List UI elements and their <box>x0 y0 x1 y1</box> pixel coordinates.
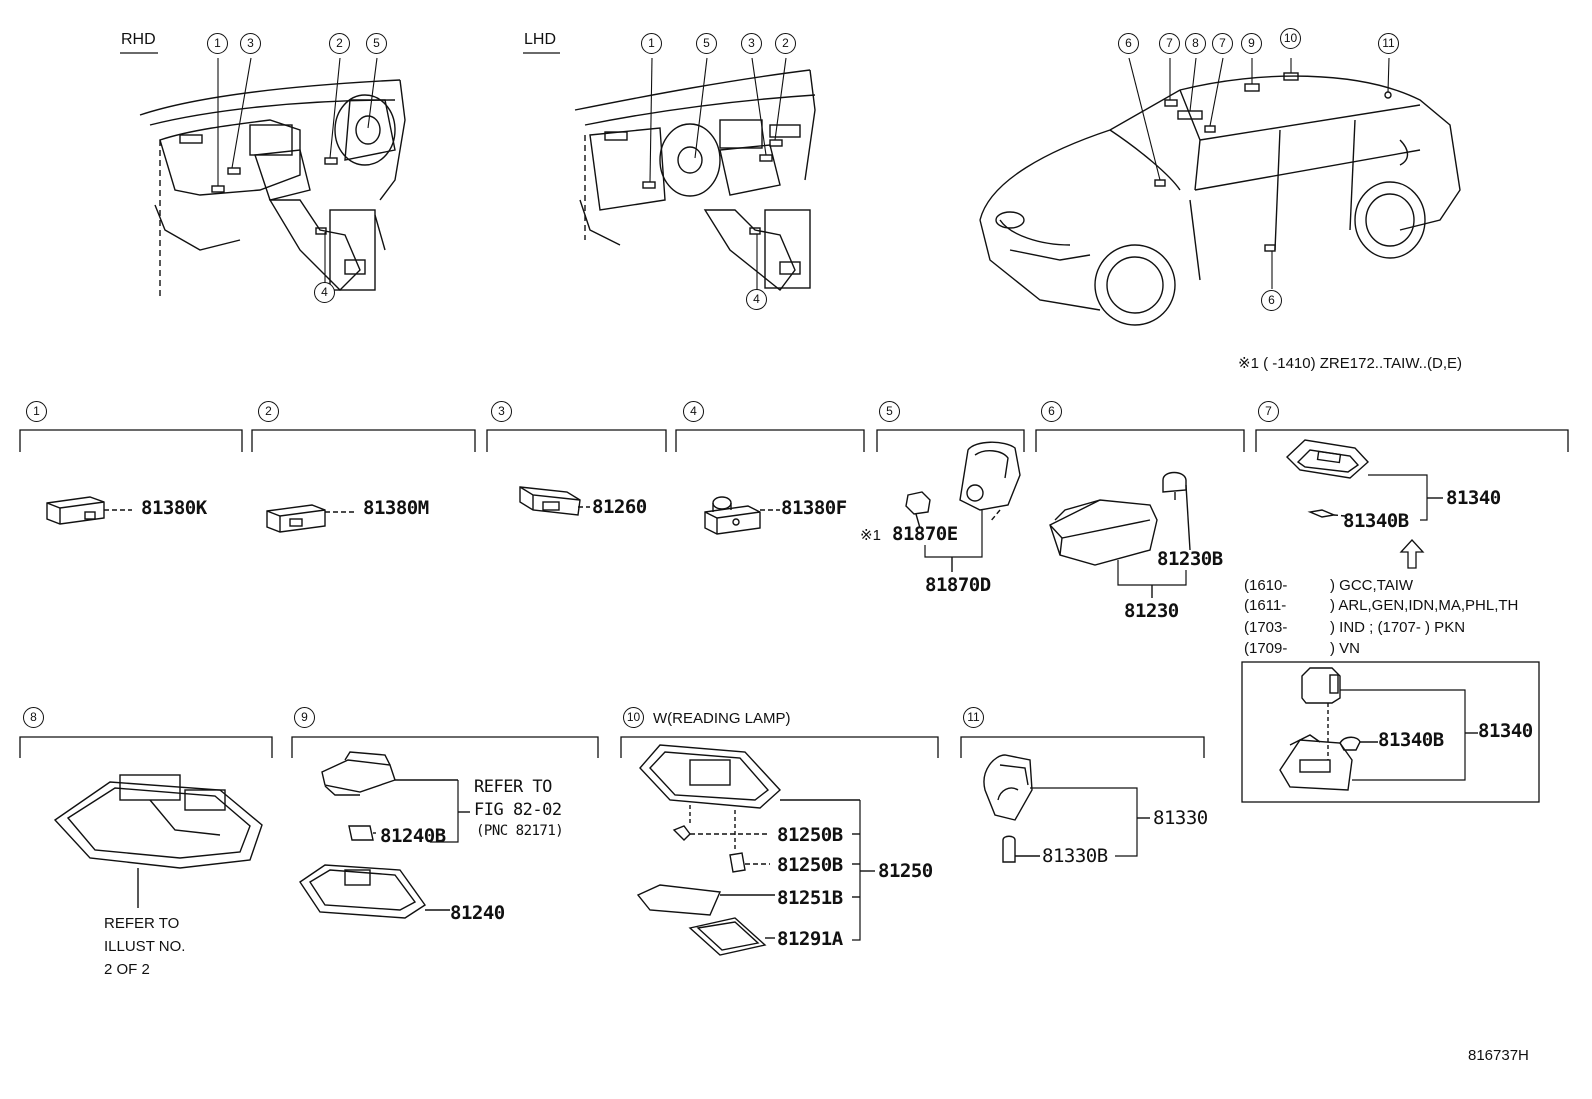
footnote: ※1 ( -1410) ZRE172..TAIW..(D,E) <box>1238 355 1463 372</box>
callout-3: 3 <box>240 33 261 54</box>
part-number-81240: 81240 <box>450 902 505 924</box>
refer-line: FIG 82-02 <box>474 800 562 820</box>
part-number-81230b: 81230B <box>1157 548 1223 570</box>
callout-7: 7 <box>1159 33 1180 54</box>
part-number-81250b: 81250B <box>777 824 843 846</box>
part-number-81260: 81260 <box>592 496 647 518</box>
applicability-code: (1610- <box>1244 577 1288 594</box>
applicability-region: ) VN <box>1330 640 1360 657</box>
applicability-code: (1611- <box>1244 597 1287 614</box>
part-number-81250b: 81250B <box>777 854 843 876</box>
car-leaders <box>1128 57 1390 289</box>
callout-4: 4 <box>746 289 767 310</box>
drawing-number: 816737H <box>1468 1047 1529 1064</box>
part-number-81330b: 81330B <box>1042 845 1108 867</box>
part-number-81291a: 81291A <box>777 928 843 950</box>
lhd-label: LHD <box>524 31 557 48</box>
part-number-81380k: 81380K <box>141 497 207 519</box>
section-1-number: 1 <box>26 401 47 422</box>
section-6-number: 6 <box>1041 401 1062 422</box>
callout-8: 8 <box>1185 33 1206 54</box>
section-7-number: 7 <box>1258 401 1279 422</box>
section-brackets-row2 <box>19 736 1205 758</box>
part-81380f-illustration <box>704 496 780 535</box>
callout-10: 10 <box>1280 28 1301 49</box>
part-81230-illustration <box>1049 471 1191 598</box>
part-number-81251b: 81251B <box>777 887 843 909</box>
part-number-81340: 81340 <box>1446 487 1501 509</box>
callout-9: 9 <box>1241 33 1262 54</box>
callout-7: 7 <box>1212 33 1233 54</box>
callout-3: 3 <box>741 33 762 54</box>
part-number-81340: 81340 <box>1478 720 1533 742</box>
lhd-leaders <box>649 57 787 290</box>
part-81340-illustration <box>1241 439 1540 803</box>
part-81380k-illustration <box>46 496 132 525</box>
part-81250-illustration <box>636 744 875 956</box>
section-5-number: 5 <box>879 401 900 422</box>
section-2-number: 2 <box>258 401 279 422</box>
callout-5: 5 <box>366 33 387 54</box>
part-81260-illustration <box>519 486 590 516</box>
applicability-mark: ※1 <box>860 527 881 544</box>
section-10-title: W(READING LAMP) <box>653 710 791 727</box>
lhd-dashboard-illustration <box>574 69 816 291</box>
section-9-number: 9 <box>294 707 315 728</box>
callout-6: 6 <box>1261 290 1282 311</box>
applicability-region: ) GCC,TAIW <box>1330 577 1414 594</box>
rhd-leaders <box>217 57 378 283</box>
callout-4: 4 <box>314 282 335 303</box>
rhd-dashboard-illustration <box>139 79 406 300</box>
section-11-number: 11 <box>963 707 984 728</box>
refer-line: (PNC 82171) <box>476 823 564 839</box>
applicability-region: ) IND ; (1707- ) PKN <box>1330 619 1466 636</box>
refer-line: ILLUST NO. <box>104 938 186 955</box>
callout-5: 5 <box>696 33 717 54</box>
part-81380m-illustration <box>266 504 355 533</box>
callout-1: 1 <box>207 33 228 54</box>
section-8-number: 8 <box>23 707 44 728</box>
part-number-81340b: 81340B <box>1378 729 1444 751</box>
part-number-81870d: 81870D <box>925 574 991 596</box>
part-number-81250: 81250 <box>878 860 933 882</box>
applicability-code: (1703- <box>1244 619 1288 636</box>
rhd-label: RHD <box>121 31 156 48</box>
applicability-code: (1709- <box>1244 640 1288 657</box>
part-number-81380m: 81380M <box>363 497 429 519</box>
part-81330-illustration <box>983 754 1150 863</box>
section-3-number: 3 <box>491 401 512 422</box>
section-4-number: 4 <box>683 401 704 422</box>
car-illustration <box>979 72 1461 326</box>
callout-2: 2 <box>329 33 350 54</box>
applicability-region: ) ARL,GEN,IDN,MA,PHL,TH <box>1330 597 1519 614</box>
part-81240-illustration <box>299 751 470 919</box>
refer-line: 2 OF 2 <box>104 961 150 978</box>
callout-2: 2 <box>775 33 796 54</box>
callout-11: 11 <box>1378 33 1399 54</box>
part-number-81240b: 81240B <box>380 825 446 847</box>
part-number-81380f: 81380F <box>781 497 847 519</box>
refer-line: REFER TO <box>474 777 552 797</box>
callout-6: 6 <box>1118 33 1139 54</box>
part-number-81340b: 81340B <box>1343 510 1409 532</box>
section-brackets-row1 <box>19 429 1569 452</box>
refer-line: REFER TO <box>104 915 180 932</box>
callout-1: 1 <box>641 33 662 54</box>
part-number-81870e: 81870E <box>892 523 958 545</box>
part-number-81230: 81230 <box>1124 600 1179 622</box>
part-number-81330: 81330 <box>1153 807 1208 829</box>
part-overhead-console-illustration <box>53 774 263 908</box>
section-10-number: 10 <box>623 707 644 728</box>
part-81870-illustration <box>905 441 1021 572</box>
